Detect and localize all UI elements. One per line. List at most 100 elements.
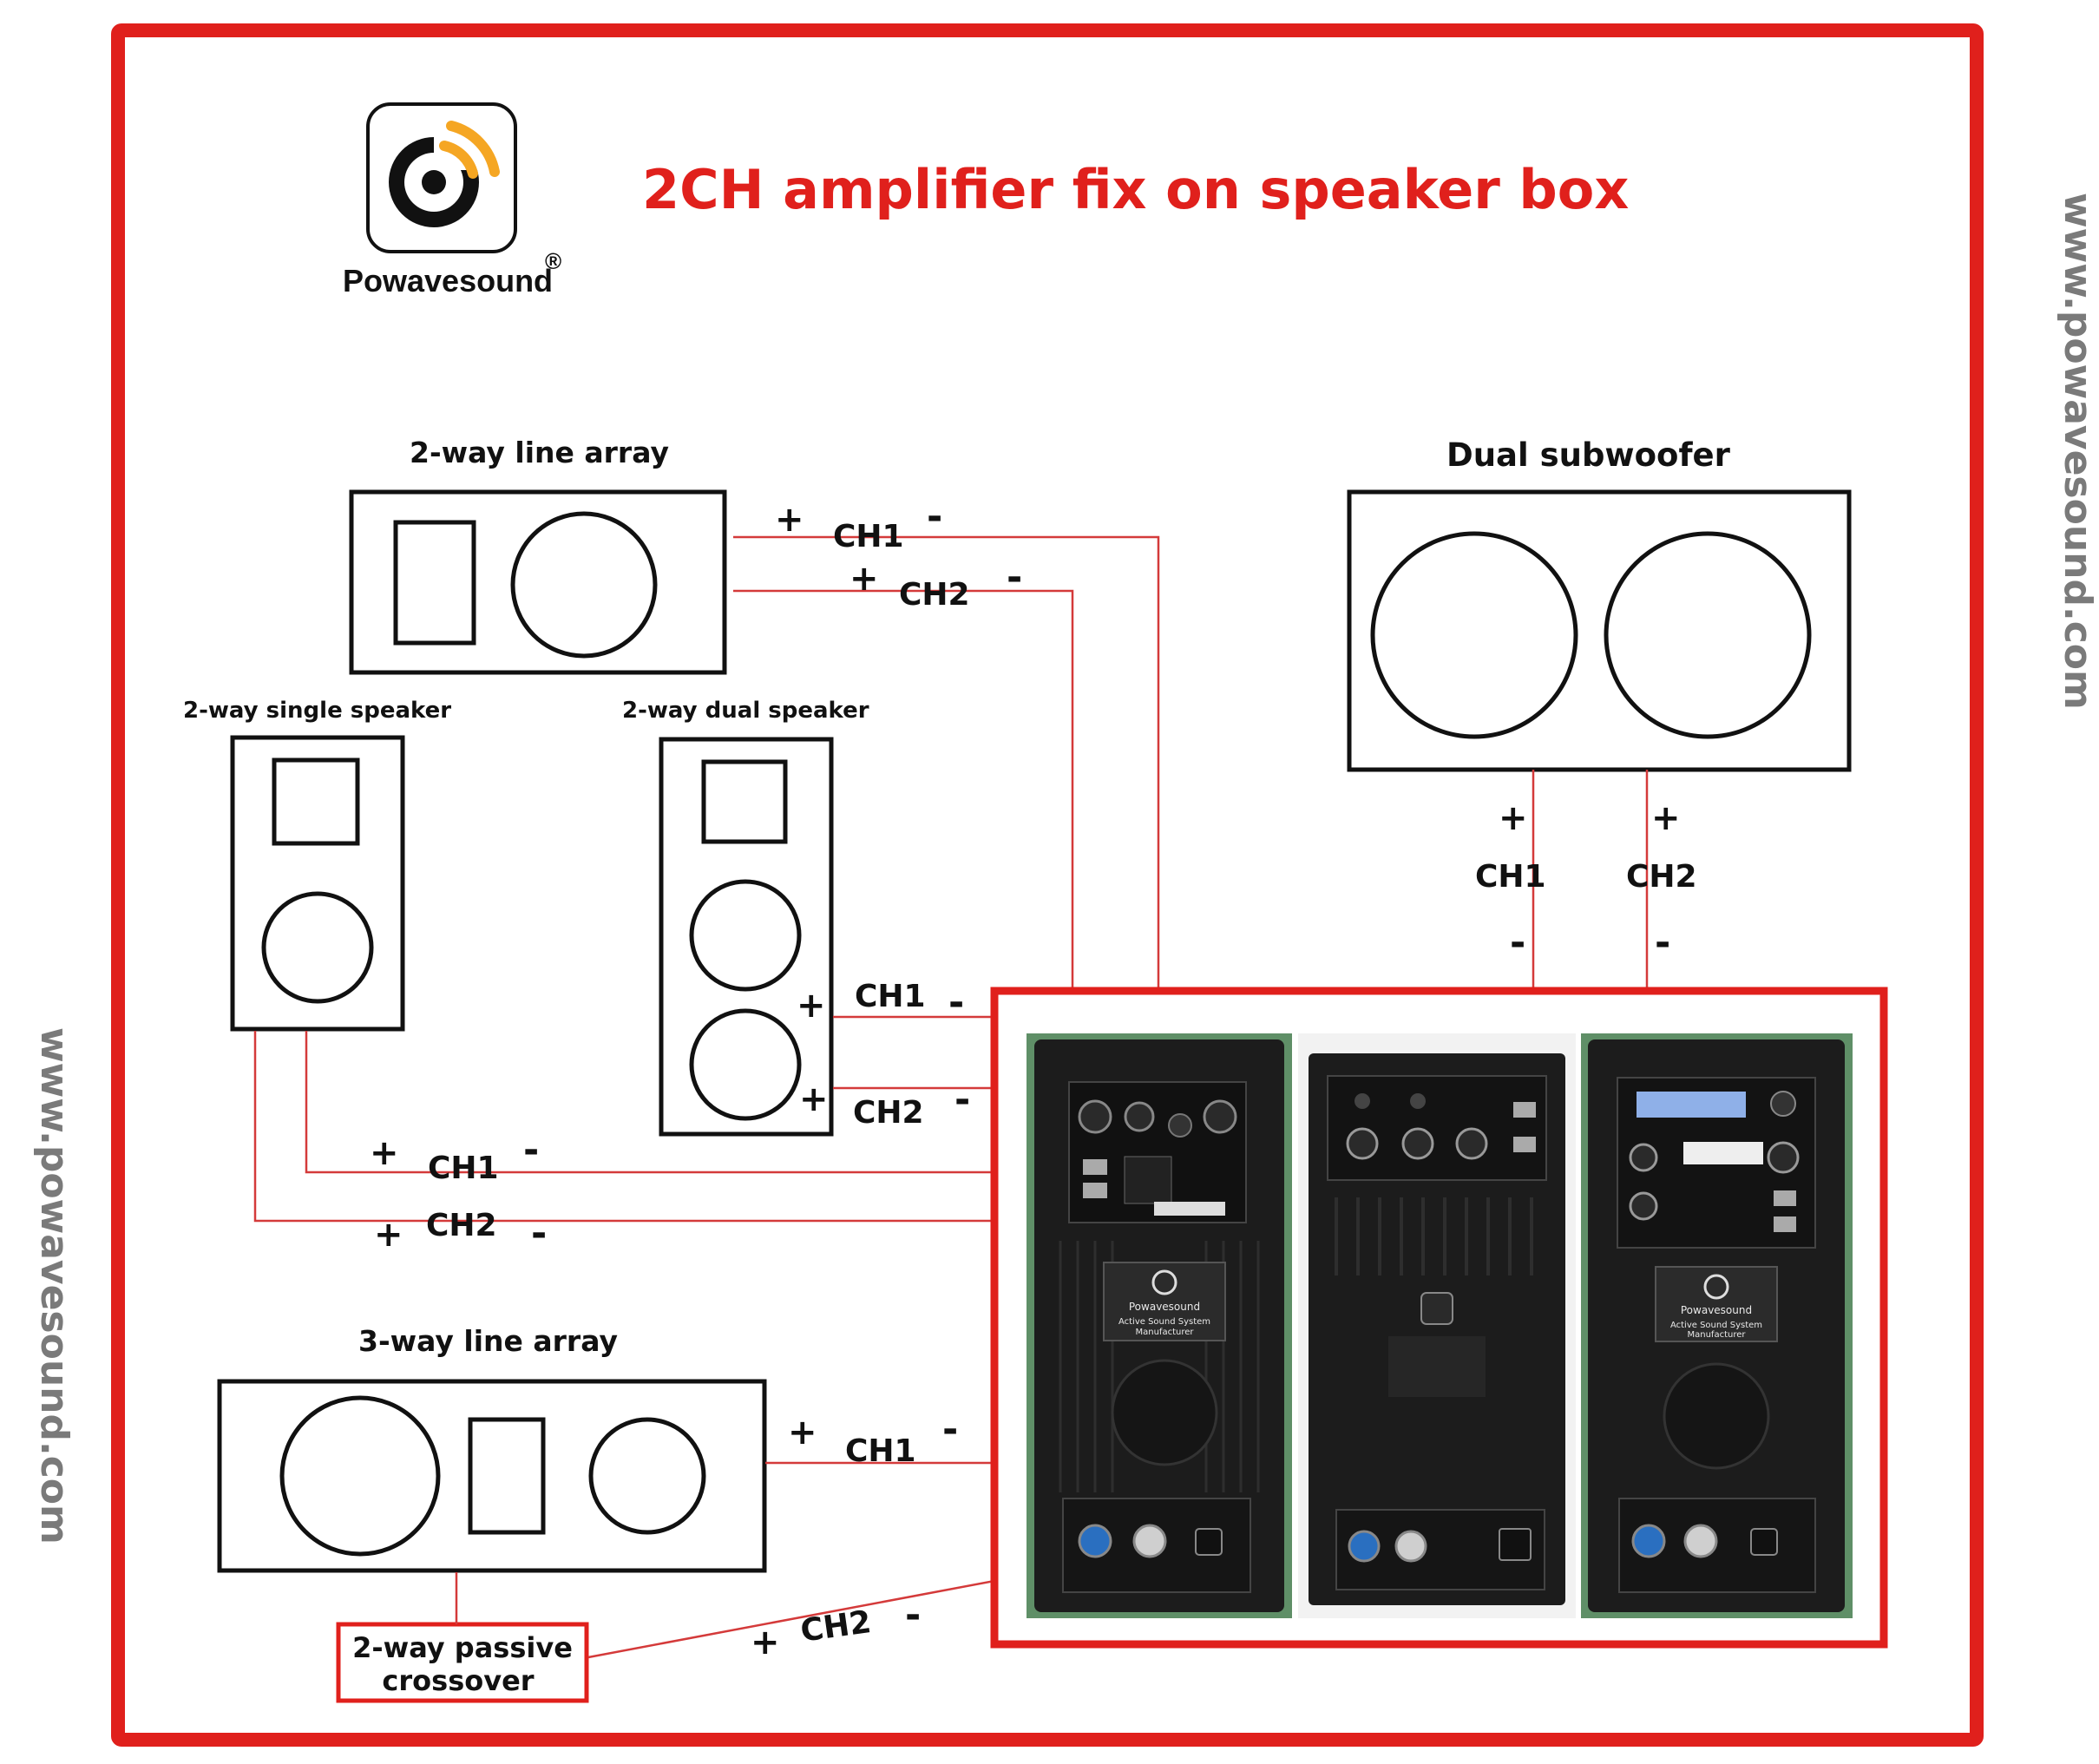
line-jack: [1401, 1127, 1434, 1160]
tweeter-driver: [588, 1417, 706, 1535]
woofer: [261, 891, 374, 1004]
pin-table: [1683, 1142, 1763, 1164]
woofer-2: [689, 1008, 802, 1121]
woofer-1: [689, 879, 802, 992]
la3-ch2-minus: -: [905, 1593, 921, 1637]
la3-ch2-label: CH2: [798, 1604, 874, 1649]
label-line-array-3way: 3-way line array: [358, 1324, 618, 1358]
logo-wave-2: [446, 121, 500, 177]
rj45-1: [1774, 1190, 1796, 1206]
dual-speaker-2way: [659, 737, 834, 1137]
sub-ch1-label: CH1: [1475, 859, 1546, 895]
dual-subwoofer: [1347, 489, 1852, 772]
single-ch2-plus: +: [374, 1215, 403, 1255]
dual-ch1-plus: +: [797, 986, 826, 1026]
la2-ch1-minus: -: [927, 495, 942, 539]
wire-single-ch1: [305, 1031, 994, 1174]
sub-ch1-plus: +: [1499, 798, 1528, 838]
dual-ch2-minus: -: [954, 1078, 970, 1122]
logo-dot: [422, 170, 446, 194]
single-ch1-plus: +: [370, 1133, 399, 1173]
xlr-in: [1078, 1099, 1112, 1134]
amp-panel-2: [1298, 1033, 1576, 1618]
navigator-knob: [1770, 1091, 1796, 1117]
panel-plate: [1309, 1053, 1565, 1605]
mic-knob: [1355, 1093, 1370, 1109]
mid-driver: [468, 1417, 546, 1535]
rj45-2: [1513, 1137, 1536, 1152]
volume-knob: [1168, 1113, 1192, 1138]
power-switch: [1499, 1528, 1532, 1561]
sub-driver-1: [1370, 531, 1578, 739]
badge-tagline-1: Active Sound System: [1670, 1321, 1762, 1330]
wire-la2-ch1: [733, 535, 1160, 989]
wire-single-ch2: [253, 1031, 994, 1223]
speakon-out: [1767, 1141, 1800, 1174]
passive-crossover: 2-way passive crossover: [336, 1622, 589, 1703]
power-switch: [1195, 1528, 1223, 1556]
registered-mark: ®: [545, 248, 561, 274]
powercon-link: [1132, 1524, 1167, 1558]
caution-label: [1154, 1202, 1225, 1216]
la3-ch1-label: CH1: [845, 1433, 916, 1469]
xlr-link: [1124, 1101, 1155, 1132]
in-a-jack: [1629, 1191, 1658, 1221]
amp-panel-1: Powavesound Active Sound System Manufact…: [1027, 1033, 1292, 1618]
wire-la3-ch2: [587, 1579, 995, 1659]
rj45-2: [1774, 1216, 1796, 1232]
amp-panel-3: Powavesound Active Sound System Manufact…: [1581, 1033, 1853, 1618]
watermark-right: www.powavesound.com: [2056, 193, 2099, 710]
single-ch2-label: CH2: [426, 1208, 497, 1243]
watermark-left: www.powavesound.com: [32, 1027, 76, 1544]
single-ch1-minus: -: [523, 1128, 539, 1172]
power-switch: [1750, 1528, 1778, 1556]
outer-frame: [111, 23, 1984, 1747]
mic-jack: [1346, 1127, 1379, 1160]
label-dual-subwoofer: Dual subwoofer: [1446, 436, 1731, 474]
wires: [253, 535, 1649, 1659]
badge-logo: [1151, 1269, 1177, 1295]
la3-ch2-plus: +: [751, 1623, 780, 1662]
rj45-1: [1083, 1159, 1107, 1175]
label-single-2way: 2-way single speaker: [183, 698, 451, 724]
speakon-out: [1203, 1099, 1237, 1134]
logo-badge: [1420, 1292, 1453, 1325]
dual-ch1-label: CH1: [855, 979, 926, 1014]
brand-badge: [1103, 1262, 1226, 1341]
badge-brand: Powavesound: [1681, 1304, 1752, 1316]
single-ch1-label: CH1: [428, 1151, 499, 1186]
page-title: 2CH amplifier fix on speaker box: [642, 158, 1629, 221]
woofer: [510, 511, 658, 659]
badge-tagline-2: Manufacturer: [1688, 1330, 1747, 1340]
tweeter: [701, 759, 788, 844]
powercon-in: [1348, 1530, 1381, 1563]
info-label: [1124, 1156, 1172, 1204]
line-knob: [1410, 1093, 1426, 1109]
brand-badge: [1655, 1266, 1778, 1342]
la2-ch1-plus: +: [775, 500, 804, 540]
sub-ch2-plus: +: [1651, 798, 1681, 838]
crossover-label-line2: crossover: [382, 1664, 534, 1697]
la2-ch2-plus: +: [849, 559, 879, 599]
channel-labels: + CH1 - + CH2 - + CH1 - + CH2 - + CH1 - …: [370, 495, 1697, 1662]
label-line-array-2way: 2-way line array: [410, 436, 669, 469]
label-dual-2way: 2-way dual speaker: [622, 698, 869, 724]
la2-ch2-label: CH2: [899, 577, 970, 613]
sub-ch1-minus: -: [1510, 921, 1525, 965]
line-array-3way: [217, 1379, 767, 1573]
tweeter: [393, 520, 476, 646]
heatsink-fins: [1335, 1197, 1533, 1275]
brand-name: Powavesound: [343, 263, 553, 298]
badge-tagline-1: Active Sound System: [1118, 1317, 1210, 1327]
woofer: [279, 1395, 441, 1557]
crossover-label-line1: 2-way passive: [352, 1631, 573, 1664]
fan: [1111, 1359, 1218, 1466]
dual-ch1-minus: -: [948, 980, 964, 1025]
la2-ch2-minus: -: [1007, 555, 1022, 600]
rj45-2: [1083, 1183, 1107, 1198]
link-a-jack: [1629, 1143, 1658, 1172]
powercon-link: [1683, 1524, 1718, 1558]
warning-label: [1388, 1336, 1486, 1397]
crossover-box: [336, 1622, 589, 1703]
